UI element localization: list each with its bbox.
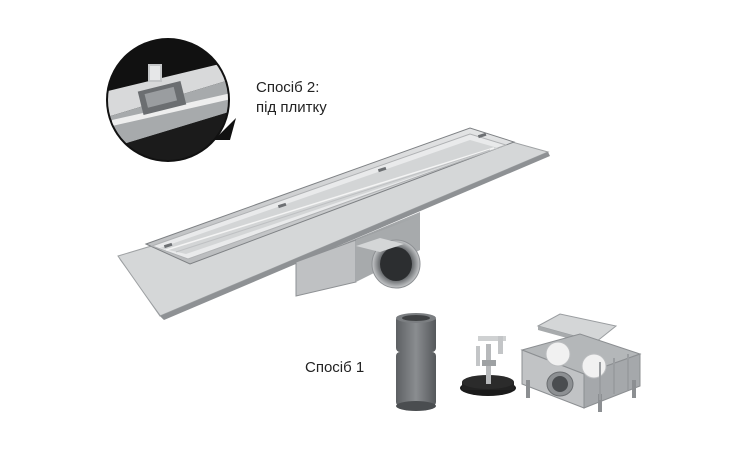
linear-drain xyxy=(117,127,550,320)
method-1-label: Спосіб 1 xyxy=(305,359,365,376)
accessory-adjustable-foot xyxy=(460,336,516,396)
method-2-subtitle: під плитку xyxy=(256,99,327,116)
method-2-title: Спосіб 2: xyxy=(256,79,320,96)
method-2-label: Спосіб 2: під плитку xyxy=(256,78,327,118)
detail-zoom-circle xyxy=(106,38,236,162)
accessory-siphon-box xyxy=(520,313,642,412)
accessory-grey-pipe xyxy=(396,313,436,411)
